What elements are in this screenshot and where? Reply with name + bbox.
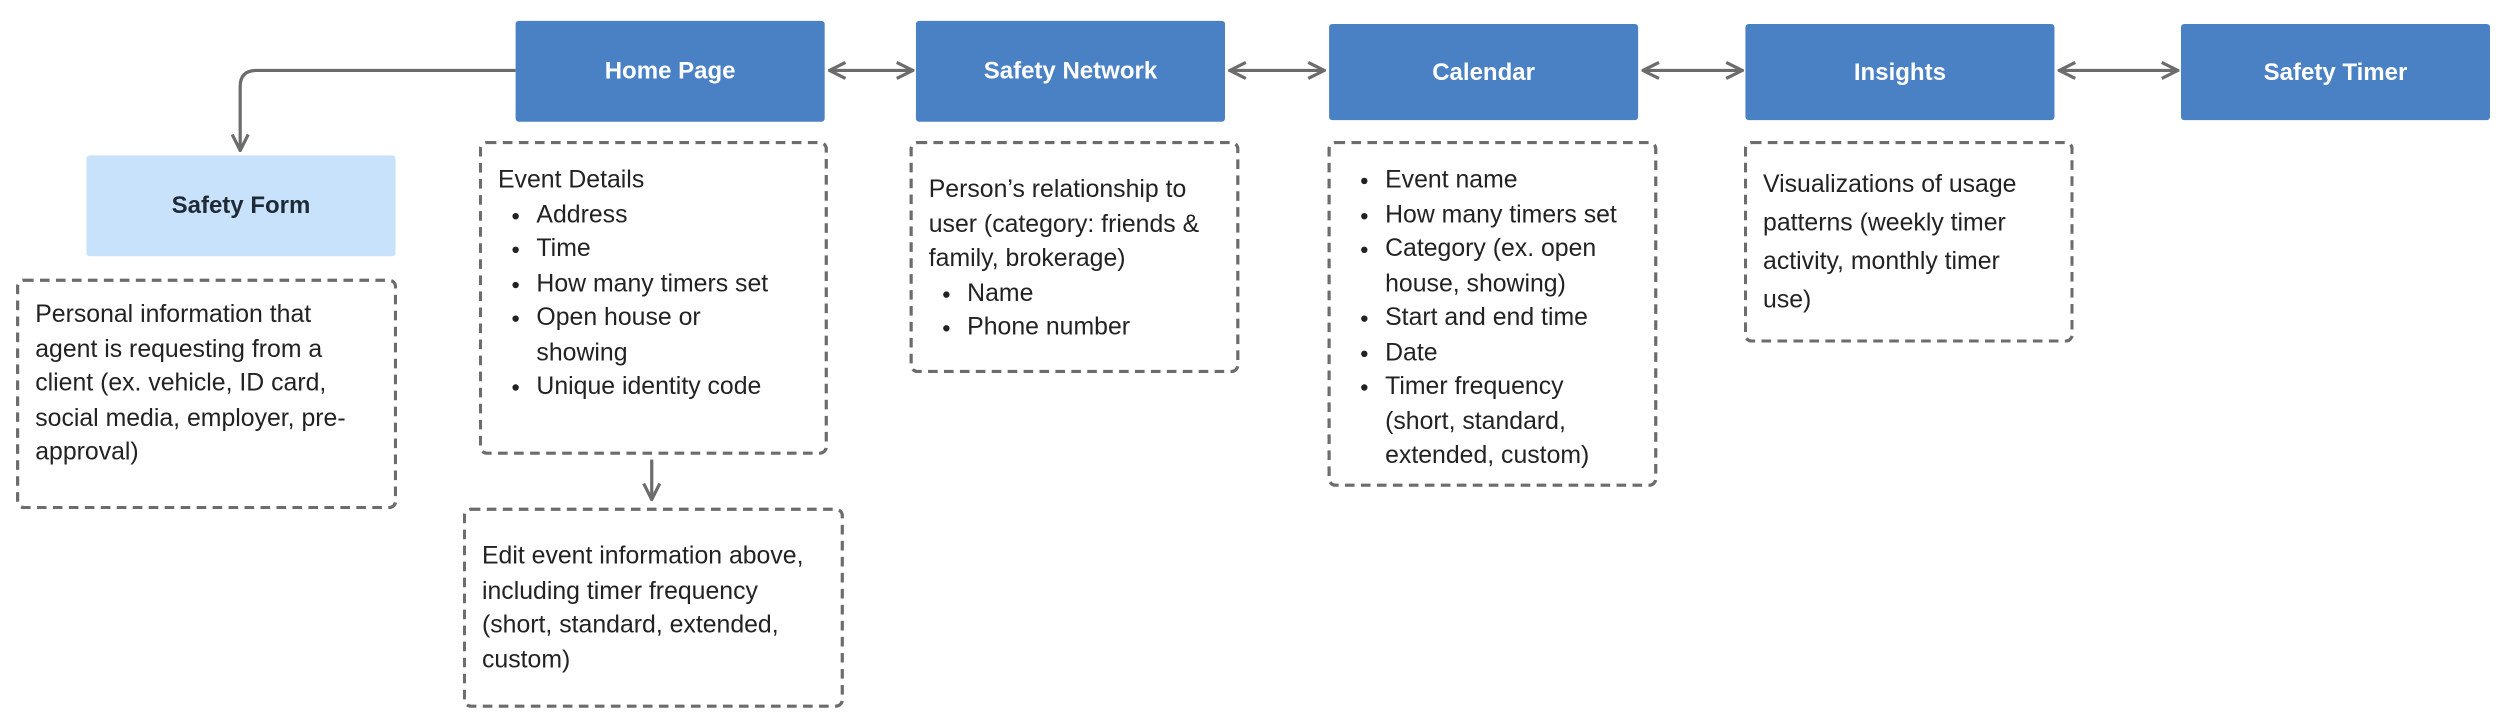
home-page-node: Home Page xyxy=(515,20,825,122)
list-item: Open house or showing xyxy=(536,301,808,370)
list-item: Unique identity code xyxy=(536,370,808,404)
connector-home-to-safety-form xyxy=(240,68,516,150)
calendar-note: Event name How many timers set Category … xyxy=(1327,140,1658,487)
relationship-heading: Person’s relationship to user (category:… xyxy=(928,176,1200,273)
safety-timer-node: Safety Timer xyxy=(2180,24,2491,121)
calendar-node: Calendar xyxy=(1329,24,1639,121)
list-item: Name xyxy=(967,276,1220,310)
event-details-heading: Event Details xyxy=(498,166,645,194)
safety-network-list: Name Phone number xyxy=(929,276,1220,345)
insights-note: Visualizations of usage patterns (weekly… xyxy=(1743,140,2074,343)
list-item: Start and end time xyxy=(1385,301,1638,335)
list-item: Timer frequency (short, standard, extend… xyxy=(1385,370,1638,473)
insights-note-text: Visualizations of usage patterns (weekly… xyxy=(1763,171,2017,314)
edit-event-note-text: Edit event information above, including … xyxy=(481,542,804,674)
list-item: How many timers set xyxy=(1385,198,1638,232)
list-item: Date xyxy=(1385,335,1638,369)
safety-network-note: Person’s relationship to user (category:… xyxy=(909,140,1240,374)
safety-network-node: Safety Network xyxy=(915,20,1225,122)
list-item: Time xyxy=(536,232,808,266)
safety-form-note-text: Personal information that agent is reque… xyxy=(35,301,346,466)
list-item: Event name xyxy=(1385,163,1638,197)
list-item: Address xyxy=(536,198,808,232)
safety-form-note: Personal information that agent is reque… xyxy=(16,278,398,510)
list-item: How many timers set xyxy=(536,267,808,301)
safety-form-node: Safety Form xyxy=(86,155,396,257)
list-item: Phone number xyxy=(967,311,1220,345)
insights-node: Insights xyxy=(1745,24,2055,121)
event-details-list: Address Time How many timers set Open ho… xyxy=(498,198,809,405)
calendar-list: Event name How many timers set Category … xyxy=(1347,163,1638,473)
home-page-note: Event Details Address Time How many time… xyxy=(478,140,828,455)
list-item: Category (ex. open house, showing) xyxy=(1385,232,1638,301)
edit-event-note: Edit event information above, including … xyxy=(462,507,844,708)
